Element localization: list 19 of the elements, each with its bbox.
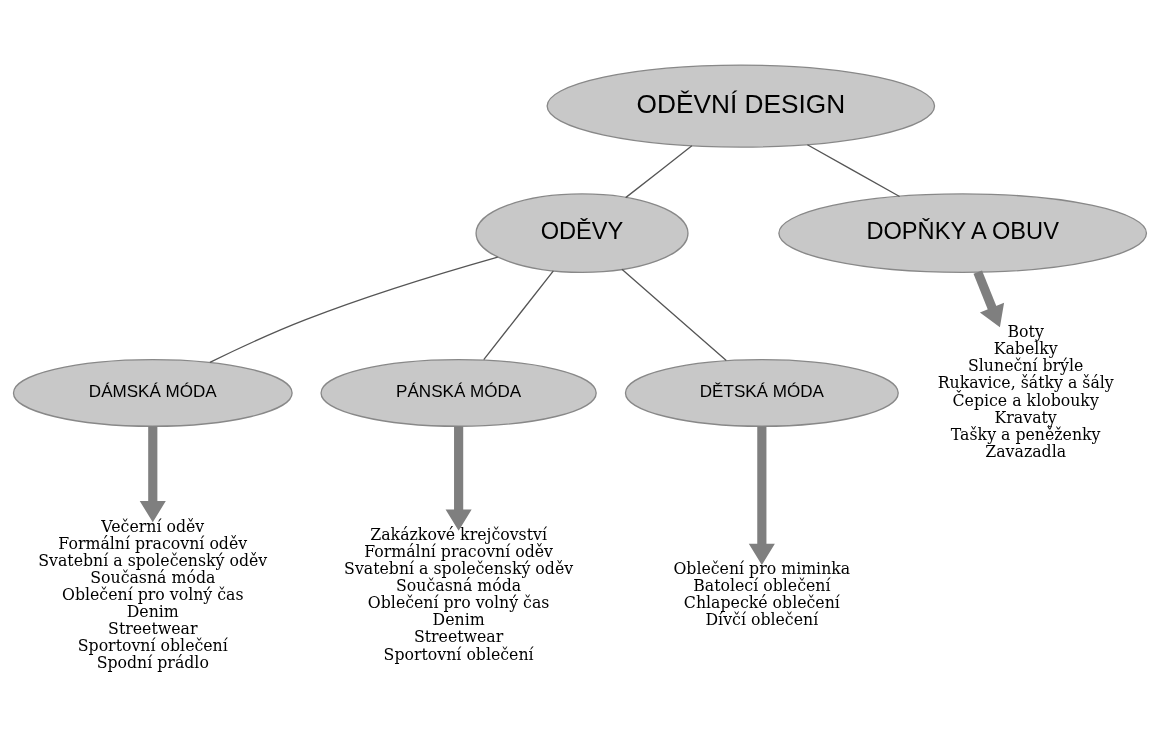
connector	[483, 270, 555, 361]
arrow	[445, 426, 472, 531]
node-text: Zakázkové krejčovství Formální pracovní oděv Svatební a společenský oděv Současná móda Oblečení pro volný čas Denim Streetwear Sportovní oblečení	[344, 525, 574, 664]
node-text: Oblečení pro miminka Batolecí oblečení Chlapecké oblečení Dívčí oblečení	[673, 559, 851, 630]
connector	[625, 145, 693, 199]
node-ellipse: DOPŇKY A OBUV	[778, 193, 1148, 274]
node-ellipse: PÁNSKÁ MÓDA	[320, 358, 597, 427]
node-ellipse: DÁMSKÁ MÓDA	[12, 358, 293, 427]
arrow	[139, 426, 166, 523]
node-ellipse: DĚTSKÁ MÓDA	[624, 358, 899, 427]
node-ellipse: ODĚVY	[475, 193, 689, 274]
connector	[209, 256, 499, 364]
arrow	[973, 270, 1005, 328]
node-text: Večerní oděv Formální pracovní oděv Svatební a společenský oděv Současná móda Oblečení pro volný čas Denim Streetwear Sportovní oblečení Spodní prádlo	[38, 516, 268, 673]
arrow	[748, 426, 775, 565]
connector	[621, 268, 727, 362]
connector	[806, 144, 901, 198]
node-ellipse: ODĚVNÍ DESIGN	[546, 64, 936, 148]
node-text: Boty Kabelky Sluneční brýle Rukavice, šátky a šály Čepice a klobouky Kravaty Tašky a peněženky Zavazadla	[937, 322, 1114, 461]
